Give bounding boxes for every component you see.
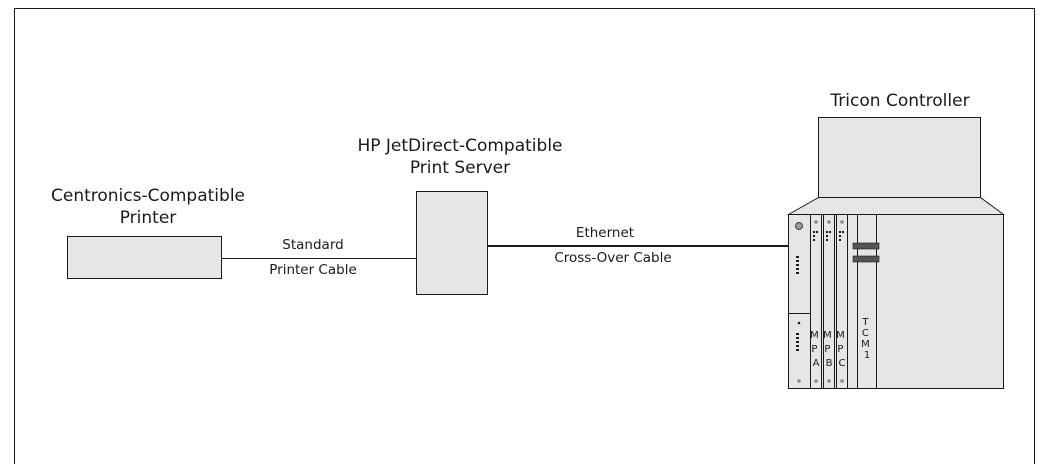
- mpa-letter-1: M: [810, 330, 819, 341]
- module-label-mpb: M P B: [823, 330, 835, 369]
- controller-chassis-top: [786, 197, 1006, 215]
- ethernet-cable-label-line1: Ethernet: [576, 225, 634, 241]
- tcm-connector-2: [852, 255, 880, 263]
- tcm-letter-3: M: [861, 339, 870, 350]
- tcm-letter-4: 1: [864, 350, 870, 361]
- power-module-upper-leds: [796, 256, 799, 274]
- module-slot-mpb: [823, 214, 835, 389]
- print-server-label-line2: Print Server: [410, 158, 510, 178]
- mpa-letter-2: P: [811, 344, 817, 355]
- mpc-letter-1: M: [836, 330, 845, 341]
- mpb-letter-3: B: [826, 358, 833, 369]
- print-server-box: [416, 191, 488, 295]
- mpb-letter-1: M: [823, 330, 832, 341]
- module-label-tcm: T C M 1: [861, 317, 873, 361]
- module-label-mpa: M P A: [810, 330, 822, 369]
- printer-cable-label-line2: Printer Cable: [269, 262, 357, 278]
- module-top-screws: [814, 220, 844, 224]
- power-module-slot: [788, 214, 811, 389]
- mpc-letter-3: C: [839, 358, 846, 369]
- module-bottom-screws: [797, 379, 844, 383]
- ethernet-cable-label-line2: Cross-Over Cable: [554, 250, 671, 266]
- tcm-connector-1: [852, 242, 880, 250]
- mpa-letter-3: A: [813, 358, 820, 369]
- module-slot-mpc: [836, 214, 848, 389]
- controller-top-cover: [818, 117, 981, 198]
- printer-label-line1: Centronics-Compatible: [51, 186, 245, 206]
- mpb-letter-2: P: [824, 344, 830, 355]
- controller-label: Tricon Controller: [829, 91, 969, 111]
- power-module-indicator: [795, 222, 803, 230]
- tcm-letter-1: T: [861, 317, 869, 328]
- printer-label-line2: Printer: [120, 208, 177, 228]
- module-slot-tcm: [857, 214, 877, 389]
- module-slot-mpa: [810, 214, 822, 389]
- printer-box: [67, 236, 222, 279]
- print-server-label-line1: HP JetDirect-Compatible: [357, 136, 562, 156]
- tricon-controller: M P A M P B M P C T C M 1: [786, 117, 1006, 389]
- tcm-letter-2: C: [862, 328, 869, 339]
- printer-cable-label-line1: Standard: [282, 237, 343, 253]
- mpc-letter-2: P: [837, 344, 843, 355]
- module-led-clusters: [813, 231, 844, 241]
- power-module-lower-leds: [796, 333, 799, 351]
- module-label-mpc: M P C: [836, 330, 848, 369]
- power-module-lower-indicator: [797, 321, 801, 325]
